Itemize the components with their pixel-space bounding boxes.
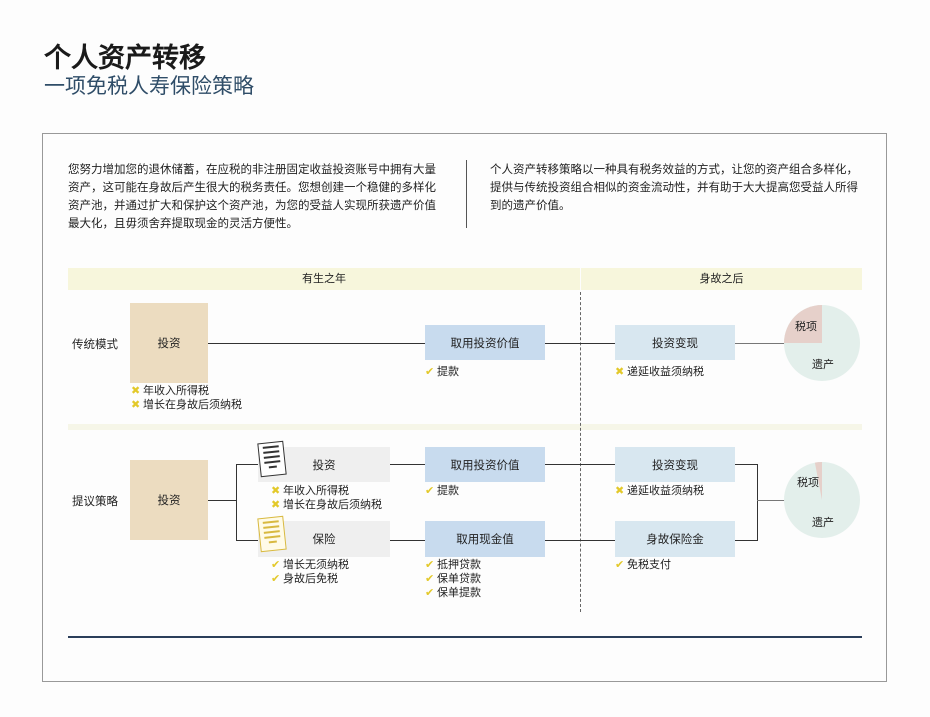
connector — [236, 540, 258, 541]
note: 递延收益须纳税 — [627, 484, 704, 497]
proposed-access-invest-box: 取用投资价值 — [425, 447, 545, 482]
note: 身故后免税 — [283, 572, 338, 585]
note: 提款 — [437, 365, 459, 378]
note-list: ✖递延收益须纳税 — [615, 365, 704, 379]
connector — [236, 464, 237, 541]
note: 免税支付 — [627, 558, 671, 571]
row-label-proposed: 提议策略 — [72, 494, 118, 508]
check-icon: ✔ — [425, 586, 435, 599]
page-title: 个人资产转移 — [44, 43, 206, 74]
connector — [545, 464, 615, 465]
x-icon: ✖ — [131, 398, 141, 411]
insurance-policy-icon — [257, 515, 287, 553]
proposed-liquidate-box: 投资变现 — [615, 447, 735, 482]
check-icon: ✔ — [425, 484, 435, 497]
connector — [390, 464, 425, 465]
connector — [208, 343, 425, 344]
check-icon: ✔ — [615, 558, 625, 571]
note-list: ✔增长无须纳税 ✔身故后免税 — [271, 558, 349, 586]
connector — [390, 540, 425, 541]
note: 增长无须纳税 — [283, 558, 349, 571]
timeline-divider — [580, 292, 581, 612]
note: 保单贷款 — [437, 572, 481, 585]
connector — [545, 343, 615, 344]
note-list: ✔提款 — [425, 365, 459, 379]
connector — [208, 500, 236, 501]
note: 增长在身故后须纳税 — [283, 498, 382, 511]
note: 递延收益须纳税 — [627, 365, 704, 378]
connector — [735, 464, 757, 465]
check-icon: ✔ — [271, 558, 281, 571]
note-list: ✔提款 — [425, 484, 459, 498]
x-icon: ✖ — [131, 384, 141, 397]
connector — [236, 464, 258, 465]
pie-estate-label: 遗产 — [812, 516, 834, 529]
traditional-estate-pie — [784, 305, 860, 381]
note: 抵押贷款 — [437, 558, 481, 571]
phase-after-death: 身故之后 — [581, 268, 862, 290]
check-icon: ✔ — [425, 558, 435, 571]
death-benefit-box: 身故保险金 — [615, 521, 735, 557]
note: 保单提款 — [437, 586, 481, 599]
traditional-access-box: 取用投资价值 — [425, 325, 545, 360]
connector — [735, 343, 785, 344]
check-icon: ✔ — [271, 572, 281, 585]
pie-tax-label: 税项 — [795, 320, 817, 333]
connector — [757, 500, 785, 501]
x-icon: ✖ — [271, 484, 281, 497]
row-separator — [68, 424, 862, 430]
proposed-estate-pie — [784, 462, 860, 538]
page-subtitle: 一项免税人寿保险策略 — [44, 74, 254, 98]
check-icon: ✔ — [425, 572, 435, 585]
diagram-frame — [42, 133, 887, 682]
proposed-access-cash-box: 取用现金值 — [425, 521, 545, 557]
intro-left: 您努力增加您的退休储蓄，在应税的非注册固定收益投资账号中拥有大量资产，这可能在身… — [68, 162, 436, 230]
divider — [466, 160, 467, 228]
pie-slice-tax — [814, 462, 822, 500]
document-chart-icon — [257, 440, 287, 478]
note-list: ✖递延收益须纳税 — [615, 484, 704, 498]
note-list: ✔免税支付 — [615, 558, 671, 572]
bottom-rule — [68, 636, 862, 638]
intro-right: 个人资产转移策略以一种具有税务效益的方式，让您的资产组合多样化，提供与传统投资组… — [490, 162, 858, 212]
pie-estate-label: 遗产 — [812, 358, 834, 371]
traditional-liquidate-box: 投资变现 — [615, 325, 735, 360]
pie-slice-tax — [784, 305, 822, 343]
pie-tax-label: 税项 — [797, 476, 819, 489]
note-list: ✔抵押贷款 ✔保单贷款 ✔保单提款 — [425, 558, 481, 600]
x-icon: ✖ — [271, 498, 281, 511]
phase-lifetime: 有生之年 — [68, 268, 580, 290]
note: 提款 — [437, 484, 459, 497]
proposed-invest-box: 投资 — [130, 460, 208, 540]
connector — [757, 464, 758, 541]
traditional-invest-box: 投资 — [130, 303, 208, 383]
row-label-traditional: 传统模式 — [72, 337, 118, 351]
connector — [735, 540, 757, 541]
x-icon: ✖ — [615, 484, 625, 497]
note-list: ✖年收入所得税 ✖增长在身故后须纳税 — [271, 484, 382, 512]
connector — [545, 540, 615, 541]
note: 年收入所得税 — [143, 384, 209, 397]
note: 年收入所得税 — [283, 484, 349, 497]
note: 增长在身故后须纳税 — [143, 398, 242, 411]
x-icon: ✖ — [615, 365, 625, 378]
note-list: ✖年收入所得税 ✖增长在身故后须纳税 — [131, 384, 242, 412]
check-icon: ✔ — [425, 365, 435, 378]
